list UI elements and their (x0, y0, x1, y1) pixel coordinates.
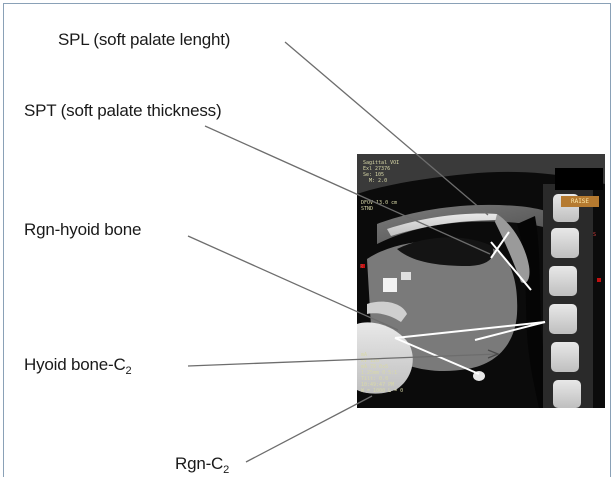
scan-header-text: Sagittal VOI Exl 27376 Se: 105 M: 2.0 (363, 160, 399, 184)
ct-scan-image: RAISE Sagittal VOI Exl 27376 Se: 105 M: … (357, 154, 605, 408)
scan-marker-s: S (593, 232, 596, 238)
subscript-2: 2 (223, 464, 229, 476)
scan-black-overlay (555, 168, 603, 190)
label-rgn-hyoid-bone: Rgn-hyoid bone (24, 220, 141, 240)
label-rgn-c2: Rgn-C2 (175, 454, 229, 480)
label-spl: SPL (soft palate lenght) (58, 30, 230, 50)
scan-marker-r: R (360, 264, 363, 270)
scan-fov-text: DFOV 13.0 cm STND (361, 200, 397, 212)
scan-tag: RAISE (561, 196, 599, 207)
label-spt: SPT (soft palate thickness) (24, 101, 221, 121)
subscript-2: 2 (126, 365, 132, 377)
scan-footer-text: mA kV 120 mA 78 0x5 1.25mm 0.5:1 Tilt: 0… (361, 352, 403, 394)
label-hyoid-bone-c2: Hyoid bone-C2 (24, 355, 131, 381)
